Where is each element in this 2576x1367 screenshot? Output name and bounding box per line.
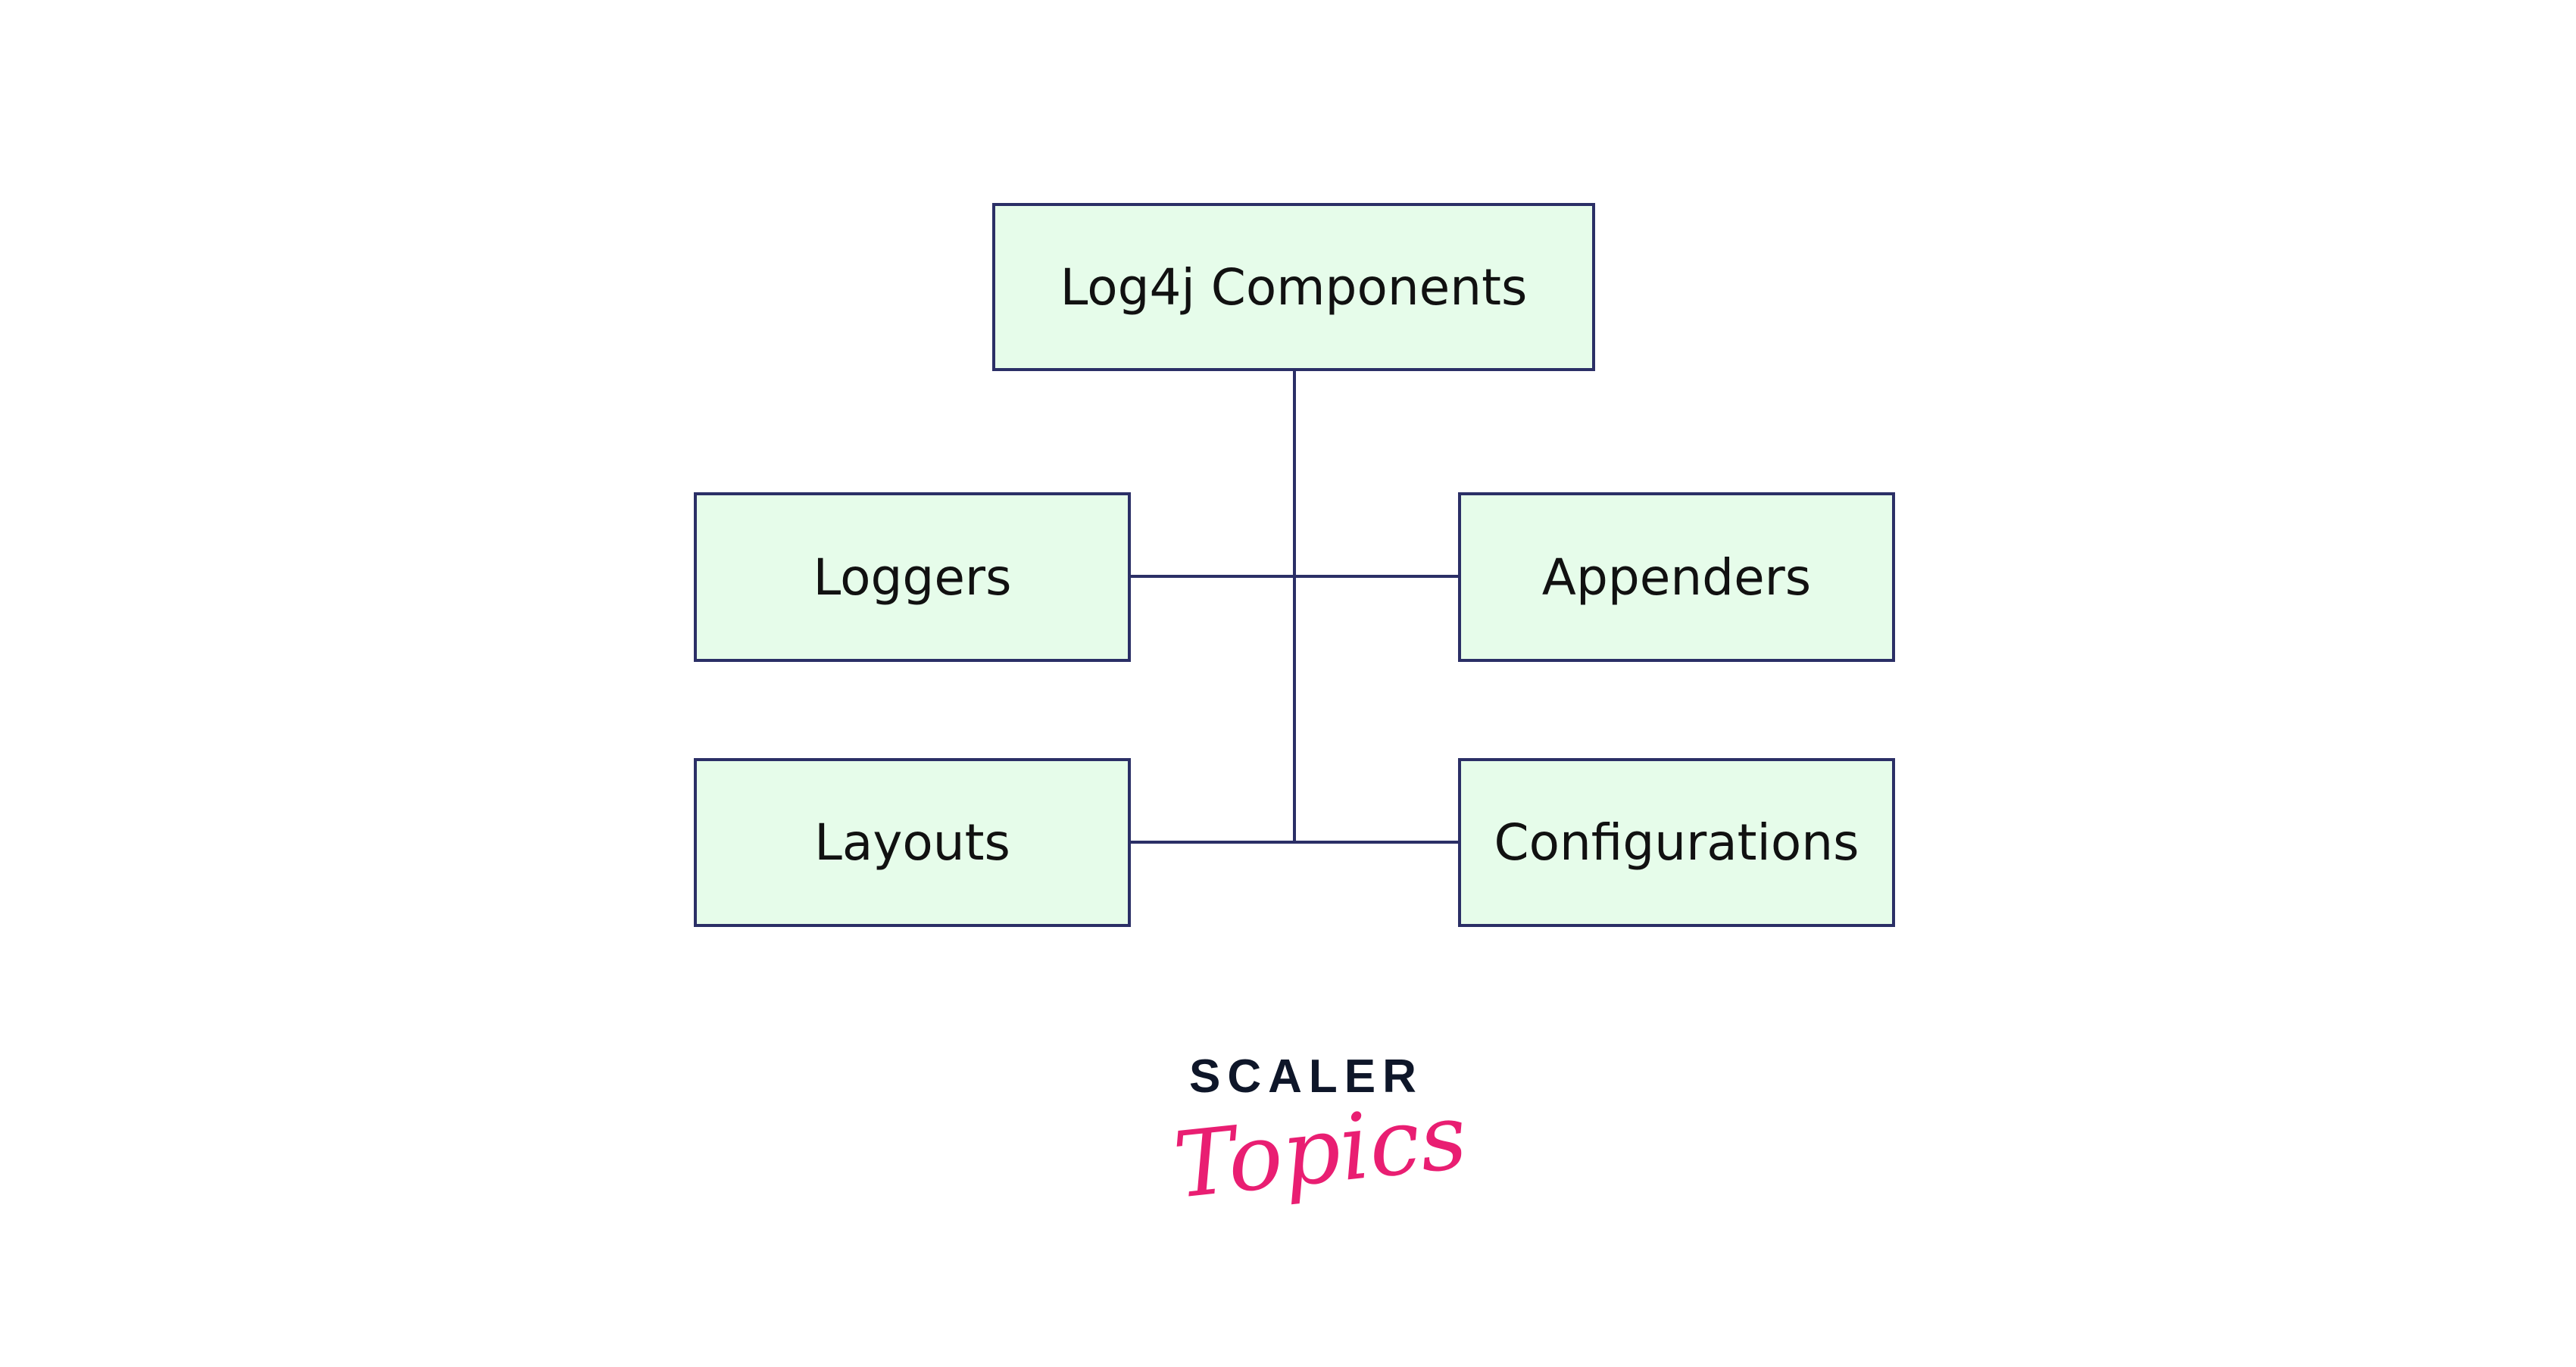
node-configurations: Configurations	[1458, 758, 1895, 927]
node-layouts: Layouts	[694, 758, 1131, 927]
root-node: Log4j Components	[992, 203, 1595, 371]
node-loggers: Loggers	[694, 492, 1131, 662]
logo-scaler-text: SCALER	[1189, 1050, 1423, 1103]
upper-branch-connector	[1129, 575, 1458, 578]
node-appenders: Appenders	[1458, 492, 1895, 662]
trunk-connector	[1293, 370, 1296, 844]
lower-branch-connector	[1129, 841, 1458, 844]
logo-topics-text: Topics	[1169, 1084, 1472, 1219]
